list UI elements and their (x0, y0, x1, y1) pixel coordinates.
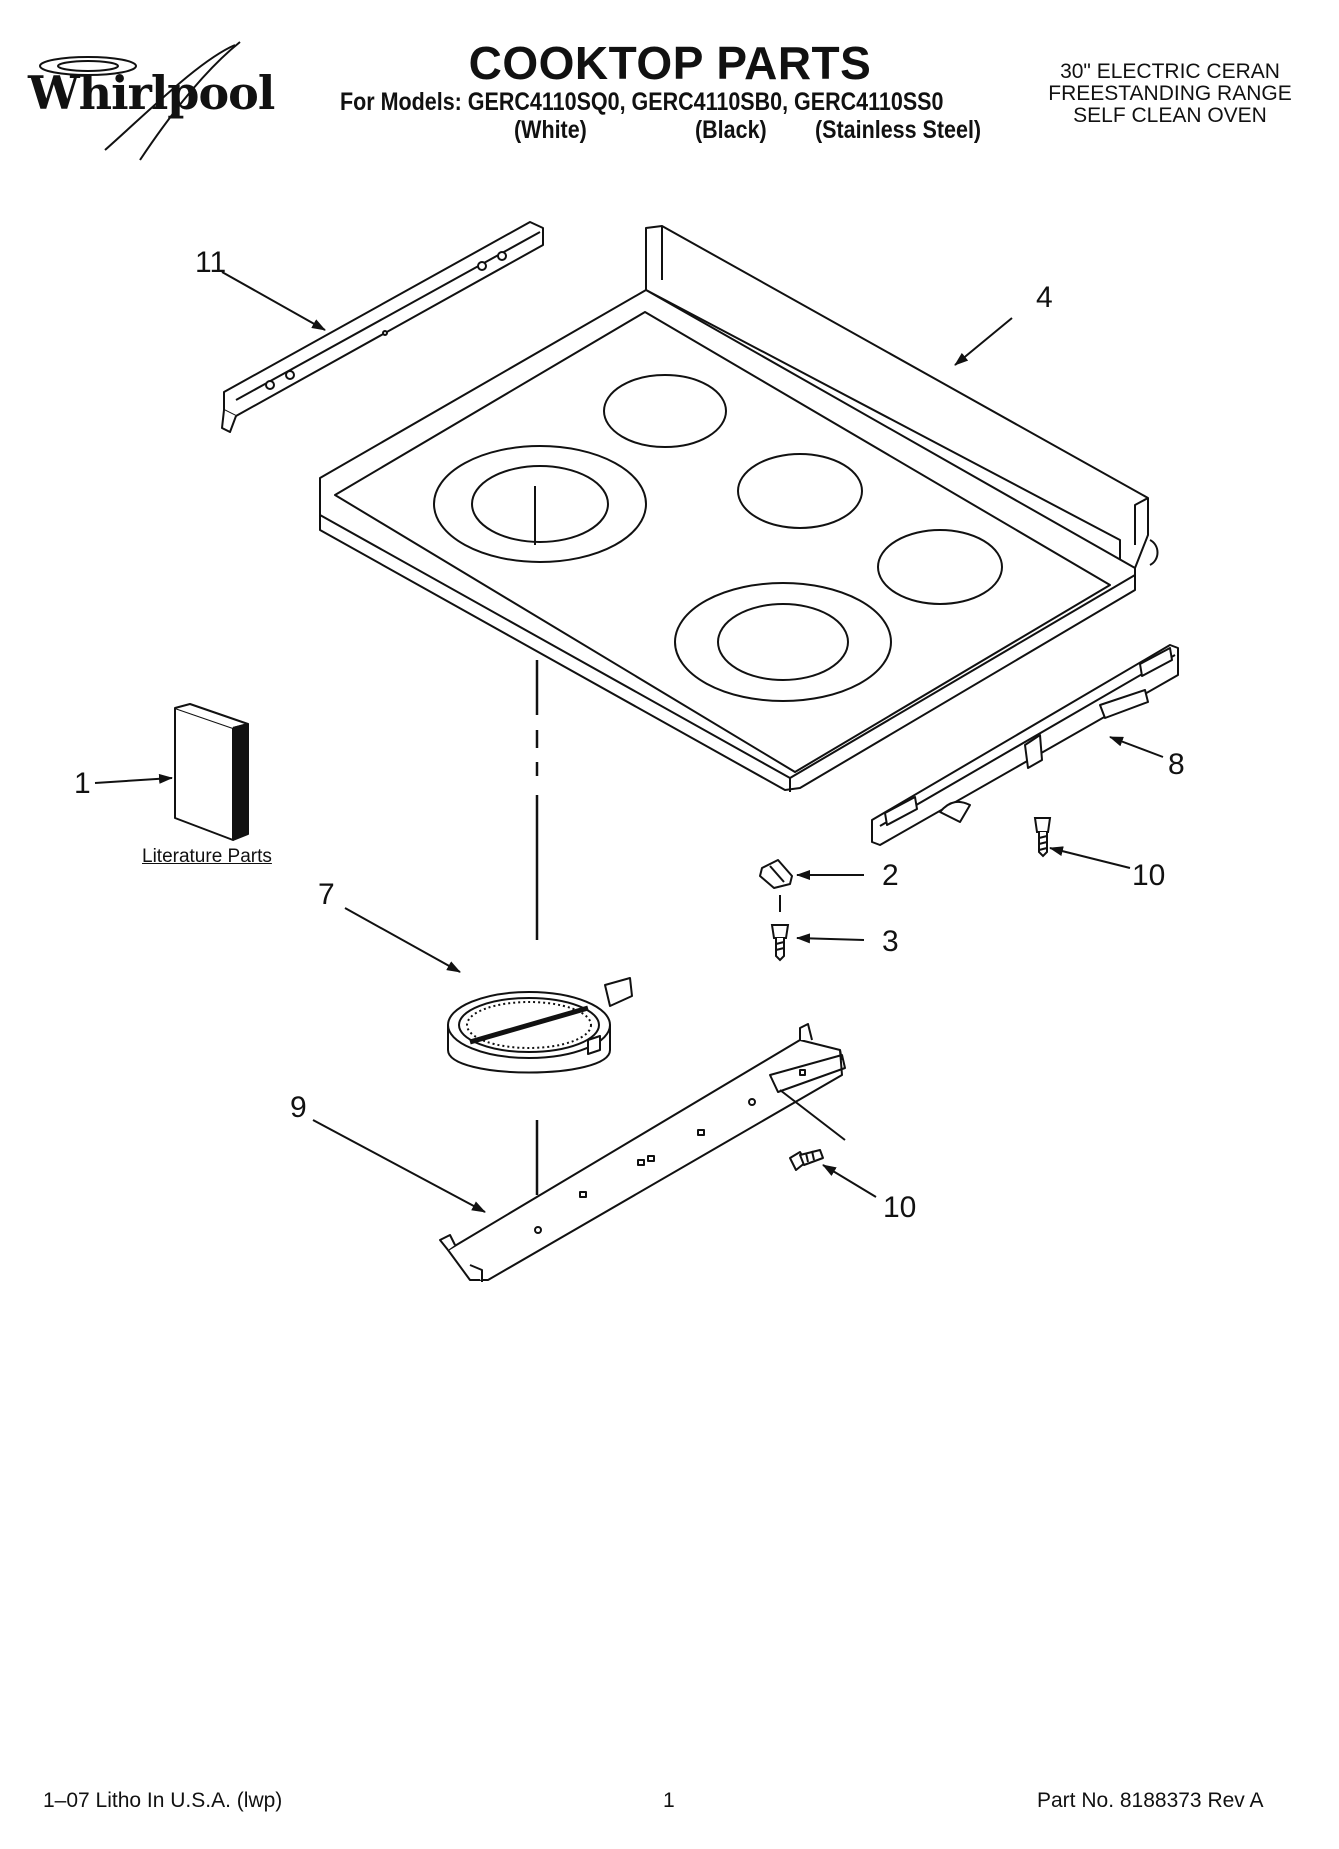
page-title: COOKTOP PARTS (468, 37, 872, 89)
description-line: FREESTANDING RANGE (1048, 82, 1292, 105)
part-8-front-bracket (871, 644, 1179, 846)
description-line: 30" ELECTRIC CERAN (1060, 60, 1280, 83)
part-11-rear-bracket (221, 221, 544, 433)
callout-1: 1 (74, 767, 91, 800)
part-1-literature (174, 703, 249, 841)
whirlpool-logo: Whirlpool (28, 58, 275, 168)
variant-stainless: (Stainless Steel) (815, 116, 982, 144)
models-line: For Models: GERC4110SQ0, GERC4110SB0, GE… (340, 88, 944, 116)
variant-black: (Black) (695, 116, 767, 144)
part-3-screw (770, 924, 790, 962)
callout-7: 7 (318, 878, 335, 911)
part-10-screw-lower (789, 1149, 824, 1171)
part-4-cooktop (319, 225, 1159, 792)
part-9-lower-bracket (439, 1023, 846, 1282)
brand-wordmark: Whirlpool (28, 66, 275, 120)
footer-print-info: 1–07 Litho In U.S.A. (lwp) (43, 1789, 283, 1812)
part-10-screw-upper (1033, 817, 1052, 858)
variant-white: (White) (514, 116, 587, 144)
part-2-clip (759, 859, 793, 912)
page-number: 1 (663, 1789, 675, 1812)
callout-10-lower: 10 (883, 1191, 917, 1224)
callout-4: 4 (1036, 281, 1053, 314)
callout-2: 2 (882, 859, 899, 892)
callout-9: 9 (290, 1091, 307, 1124)
part-number: Part No. 8188373 Rev A (1037, 1789, 1264, 1812)
callout-10-upper: 10 (1132, 859, 1166, 892)
callout-11: 11 (195, 246, 227, 279)
callout-leaders (94, 271, 1164, 1213)
description-line: SELF CLEAN OVEN (1073, 104, 1267, 127)
part-7-surface-element (447, 977, 633, 1074)
literature-parts-label: Literature Parts (142, 846, 272, 867)
callout-3: 3 (882, 925, 899, 958)
callout-8: 8 (1168, 748, 1185, 781)
whirlpool-logo-art (39, 41, 241, 161)
